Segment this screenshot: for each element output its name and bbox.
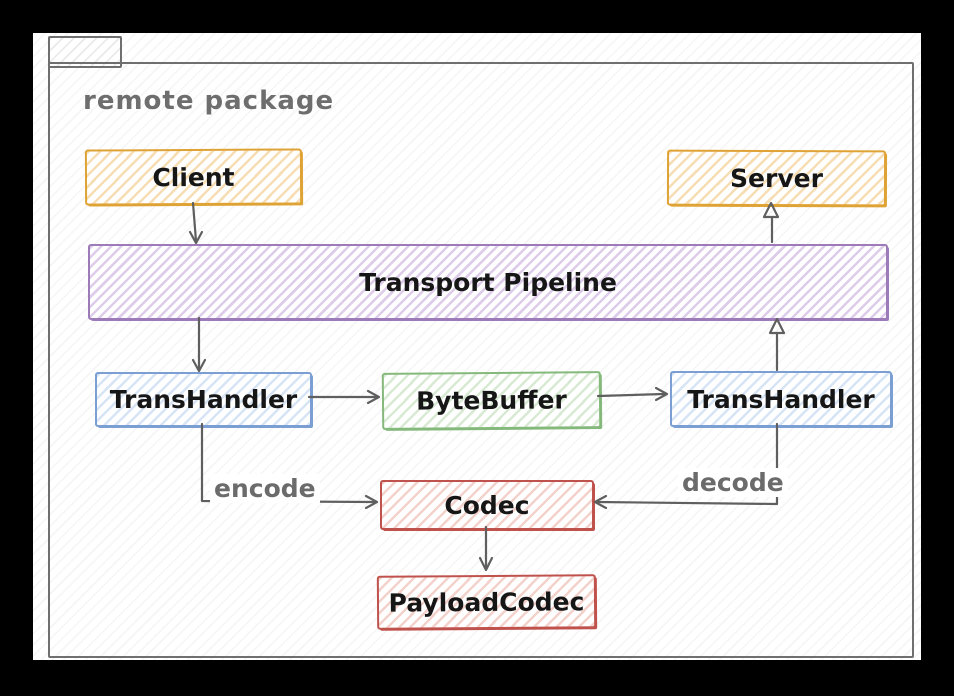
node-transport-pipeline: Transport Pipeline <box>88 244 888 320</box>
node-transport-pipeline-label: Transport Pipeline <box>359 267 617 297</box>
node-server-label: Server <box>730 163 823 193</box>
node-client-label: Client <box>152 162 235 192</box>
package-label: remote package <box>83 86 335 116</box>
node-client: Client <box>84 148 303 206</box>
node-codec: Codec <box>380 480 594 530</box>
node-payloadcodec: PayloadCodec <box>376 574 597 630</box>
node-payloadcodec-label: PayloadCodec <box>388 586 585 618</box>
edge-label-decode: decode <box>678 468 788 497</box>
node-server: Server <box>666 149 887 207</box>
node-transhandler-right-label: TransHandler <box>687 384 875 414</box>
node-codec-label: Codec <box>444 490 530 520</box>
node-transhandler-left: TransHandler <box>95 372 312 427</box>
node-bytebuffer: ByteBuffer <box>381 371 602 430</box>
page-background: remote package <box>33 33 921 660</box>
node-transhandler-right: TransHandler <box>670 371 892 427</box>
edge-label-encode: encode <box>210 474 320 503</box>
node-transhandler-left-label: TransHandler <box>109 385 298 414</box>
package-folder-body <box>48 62 914 658</box>
node-bytebuffer-label: ByteBuffer <box>416 385 567 416</box>
